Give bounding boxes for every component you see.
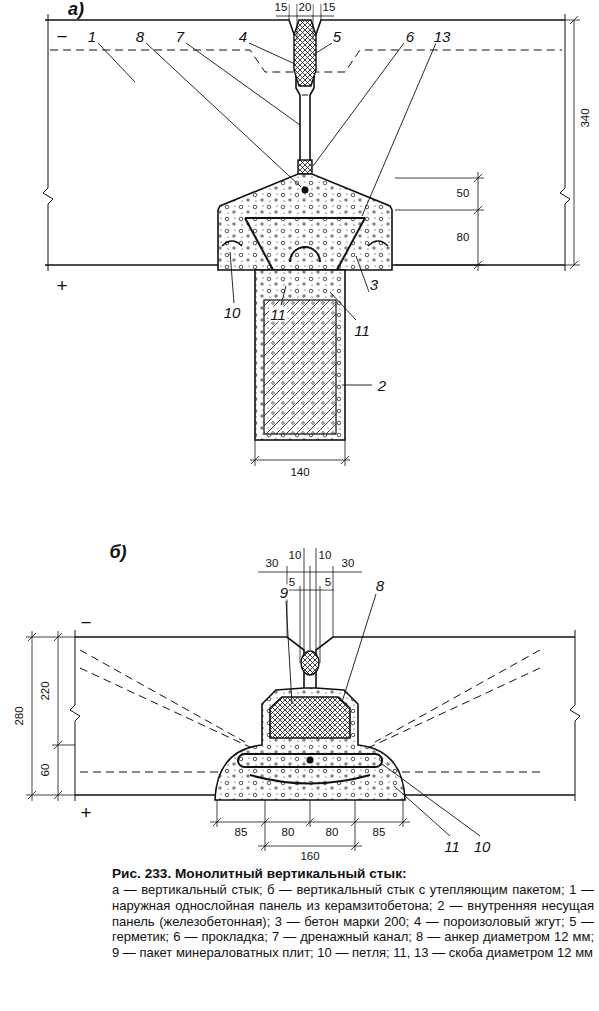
callout-number: 10 xyxy=(223,305,242,320)
dimension-value: 140 xyxy=(289,467,310,479)
caption-text: а — вертикальный стык; б — вертикальный … xyxy=(112,882,594,960)
staple xyxy=(250,775,370,784)
side-sign: − xyxy=(55,27,68,46)
callout-number: 13 xyxy=(433,29,452,44)
concrete-fill xyxy=(218,174,392,270)
dimension-value: 85 xyxy=(372,827,387,839)
drain-channel xyxy=(302,95,308,96)
callout-number: 8 xyxy=(135,29,145,44)
mineral-wool-pack xyxy=(270,697,350,738)
figure-caption: Рис. 233. Монолитный вертикальный стык:а… xyxy=(112,866,594,960)
dimension-value: 280 xyxy=(14,705,26,726)
callout-number: 1 xyxy=(87,29,97,44)
dimension-value: 160 xyxy=(299,851,320,863)
callout-number: 4 xyxy=(238,29,248,44)
outer-panel xyxy=(70,630,580,801)
concrete-fill xyxy=(215,688,405,800)
callout-number: 10 xyxy=(473,839,492,854)
dimension-lines xyxy=(250,4,580,466)
leader-lines xyxy=(286,594,480,836)
dimension-value: 340 xyxy=(580,107,592,128)
inner-panel xyxy=(255,270,345,440)
figure-letter: а) xyxy=(67,0,85,18)
dimension-value: 15 xyxy=(322,2,337,14)
dimension-value: 10 xyxy=(288,550,303,562)
dimension-value: 5 xyxy=(324,577,332,589)
side-sign: − xyxy=(79,613,92,632)
dimension-lines xyxy=(26,548,410,851)
callout-number: 11 xyxy=(353,323,371,338)
callout-number: 7 xyxy=(175,29,185,44)
dimension-value: 60 xyxy=(40,763,52,778)
callout-number: 2 xyxy=(377,378,387,393)
anchor xyxy=(302,187,309,194)
side-sign: + xyxy=(79,803,92,822)
dimension-value: 80 xyxy=(456,232,471,244)
anchor xyxy=(307,757,314,764)
dimension-value: 15 xyxy=(274,2,289,14)
leader-lines xyxy=(98,43,436,385)
dimension-value: 80 xyxy=(325,827,340,839)
dimension-value: 50 xyxy=(456,188,471,200)
dashed-lines xyxy=(80,650,540,772)
dimension-value: 20 xyxy=(298,2,313,14)
dimension-value: 10 xyxy=(318,550,333,562)
callout-number: 9 xyxy=(279,585,289,600)
sealant xyxy=(301,651,319,675)
callout-number: 5 xyxy=(332,29,342,44)
dimension-value: 220 xyxy=(40,680,52,701)
callout-number: 11 xyxy=(443,839,461,854)
outer-panel xyxy=(43,14,570,271)
callout-number: 8 xyxy=(375,578,385,593)
figure-letter: б) xyxy=(108,543,127,561)
callout-number: 6 xyxy=(405,29,415,44)
pad xyxy=(298,160,312,174)
callout-number: 3 xyxy=(369,277,379,292)
dimension-value: 85 xyxy=(234,827,249,839)
dimension-value: 80 xyxy=(281,827,296,839)
callout-number: 11 xyxy=(269,307,287,322)
caption-title: Рис. 233. Монолитный вертикальный стык: xyxy=(112,866,594,882)
side-sign: + xyxy=(55,276,68,295)
loop xyxy=(238,754,382,767)
dimension-value: 30 xyxy=(341,558,356,570)
dimension-value: 30 xyxy=(265,558,280,570)
